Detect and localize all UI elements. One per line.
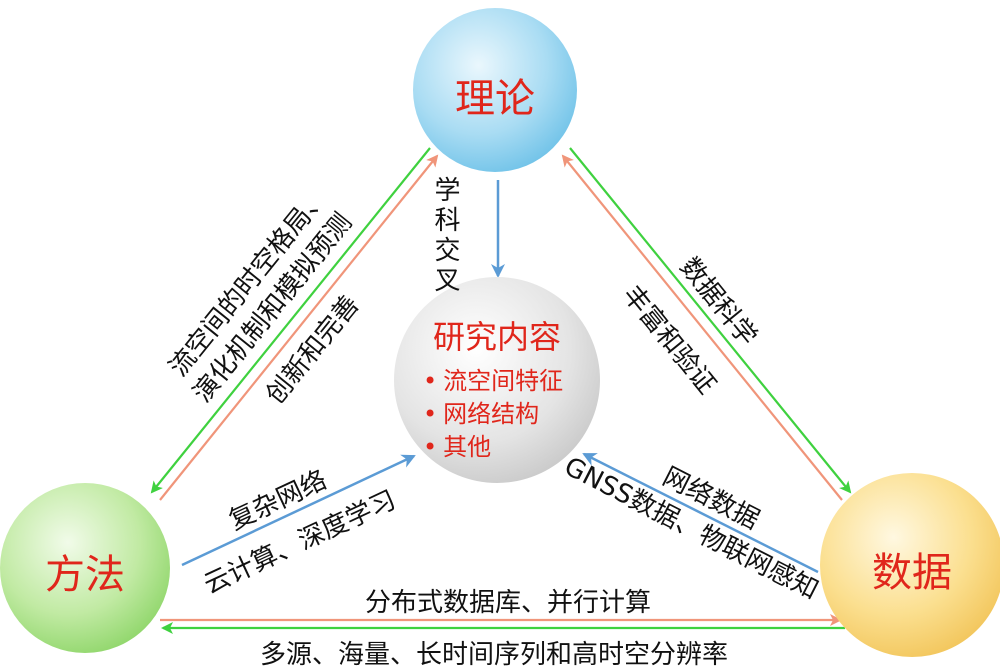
label-distributed-db: 分布式数据库、并行计算 xyxy=(365,588,652,618)
arrow-method-to-research xyxy=(181,454,416,567)
method-node-circle xyxy=(0,483,170,653)
data-node-label: 数据 xyxy=(872,550,952,596)
label-interdisciplinary-text: 学科交叉 xyxy=(430,176,460,296)
data-node-circle xyxy=(820,473,1000,657)
theory-node-label: 理论 xyxy=(455,76,535,122)
theory-node-circle xyxy=(413,8,577,172)
research-node-title: 研究内容 xyxy=(432,318,561,356)
arrow-data-to-theory xyxy=(561,154,843,501)
arrow-data-to-research xyxy=(582,452,819,574)
arrow-theory-to-method xyxy=(150,147,431,494)
research-items-list: 流空间特征 网络结构 其他 xyxy=(423,365,563,464)
research-item: 网络结构 xyxy=(423,398,563,431)
label-multisource-data: 多源、海量、长时间序列和高时空分辨率 xyxy=(260,640,729,670)
label-interdisciplinary: 学科交叉 xyxy=(430,176,460,296)
arrow-method-to-theory xyxy=(159,154,439,501)
arrow-theory-to-data xyxy=(569,147,852,494)
research-item: 流空间特征 xyxy=(423,365,563,398)
method-node-label: 方法 xyxy=(45,552,125,598)
research-item: 其他 xyxy=(423,431,563,464)
